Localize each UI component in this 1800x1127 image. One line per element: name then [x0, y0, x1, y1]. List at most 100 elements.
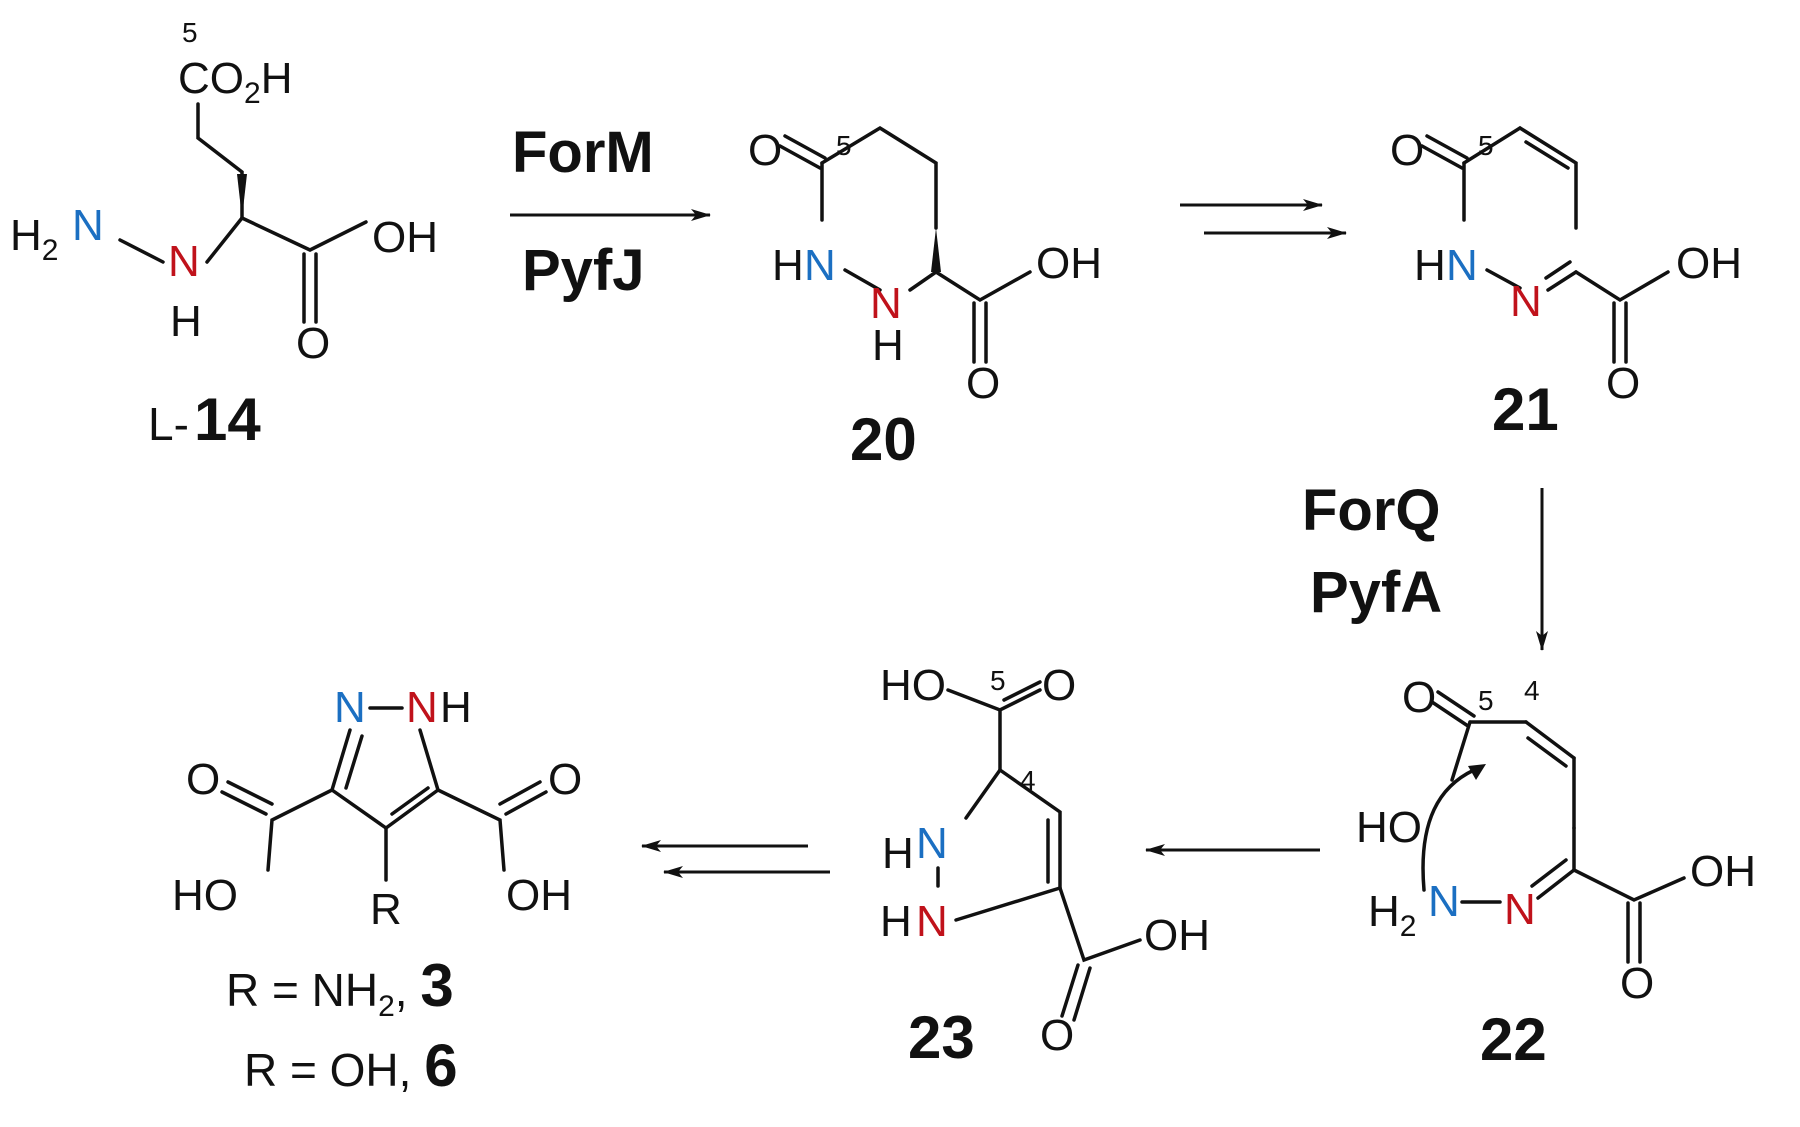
c4-n-bond: [964, 768, 1002, 820]
left-carbonyl-oxygen: O: [186, 755, 220, 804]
hydroxyl-label: HO: [1356, 803, 1422, 852]
blue-nitrogen: N: [804, 241, 836, 290]
product-pyrazole-structure: N N H R O HO O OH R = NH2, 3 R = OH, 6: [172, 683, 582, 1099]
lower-carbonyl-oxygen: O: [1040, 1011, 1074, 1060]
enzyme-form: ForM: [512, 120, 654, 185]
n-n-bond: [1485, 268, 1522, 290]
lower-hydroxyl: OH: [1144, 911, 1210, 960]
ring-bonds: [998, 768, 1062, 890]
carbonyl-double-bond: [302, 252, 318, 324]
nh-hydrogen-lower: H: [880, 897, 912, 946]
carbonyl-double-bond: [972, 301, 988, 364]
red-nitrogen: N: [406, 683, 438, 732]
stereo-wedge: [931, 228, 941, 272]
hydroxyl-label: HO: [880, 661, 946, 710]
compound-21-structure: O 5 H N N O OH 21: [1390, 125, 1742, 443]
red-nitrogen: N: [916, 897, 948, 946]
nh-hydrogen: H: [1414, 241, 1446, 290]
product-3-definition: R = NH2, 3: [226, 952, 454, 1023]
carboxyl-bonds: [1572, 868, 1686, 902]
lactam-carbonyl-bond: [1420, 134, 1469, 170]
left-hydroxyl: HO: [172, 871, 238, 920]
carbonyl-double-bond-b: [1002, 680, 1042, 702]
r-group-label: R: [370, 885, 402, 934]
curved-arrow-head: [1468, 764, 1486, 780]
carbonyl-double-bond: [1626, 901, 1642, 964]
carbonyl-oxygen: O: [966, 359, 1000, 408]
hydroxyl-label: OH: [372, 213, 438, 262]
lactam-carbonyl-bond: [778, 134, 827, 170]
ring-lower-bonds: [330, 788, 440, 831]
n-n-bond: [843, 268, 882, 292]
carbonyl-oxygen: O: [296, 319, 330, 368]
compound-6-label: 6: [424, 1032, 457, 1099]
enzyme-pyfa: PyfA: [1310, 560, 1442, 625]
nh-hydrogen: H: [772, 241, 804, 290]
carboxyl-co2h-label: CO2H: [178, 54, 292, 110]
lactam-oxygen: O: [748, 126, 782, 175]
enzyme-forq: ForQ: [1302, 478, 1441, 543]
cn-double-bond: [330, 728, 364, 792]
locant-5: 5: [182, 17, 198, 48]
lower-carbonyl-double-bond: [1060, 963, 1092, 1022]
c4-c3-double-bond: [1524, 720, 1576, 768]
blue-nitrogen: N: [72, 201, 104, 250]
stereo-wedge: [237, 174, 247, 218]
right-hydroxyl: OH: [506, 871, 572, 920]
locant-5: 5: [1478, 685, 1494, 716]
left-carbonyl-double-bond: [220, 780, 274, 816]
n-n-bond: [118, 238, 165, 264]
nh-hydrogen: H: [882, 829, 914, 878]
ring-double-bond: [390, 786, 430, 816]
red-nitrogen: N: [1510, 277, 1542, 326]
amino-h2-label: H2: [1368, 887, 1416, 943]
cn-double-bond: [1530, 858, 1576, 900]
nh-c-bond: [418, 728, 440, 792]
c5-oh-bond: [1450, 720, 1472, 782]
carboxyl-double-bond: [1430, 690, 1476, 728]
enzyme-pyfj: PyfJ: [522, 238, 645, 303]
red-nitrogen: N: [1504, 885, 1536, 934]
n-c-bond: [954, 886, 1062, 922]
ring-carbon-bonds: [820, 125, 938, 230]
nh-hydrogen-lower: H: [872, 321, 904, 370]
hydroxyl-label: OH: [1036, 239, 1102, 288]
red-nitrogen: N: [870, 279, 902, 328]
nh-hydrogen: H: [440, 683, 472, 732]
compound-22-label: 22: [1480, 1006, 1547, 1073]
left-carboxyl-bonds: [266, 788, 334, 872]
locant-4: 4: [1524, 675, 1540, 706]
compound-23-structure: HO 5 O 4 H N H N O OH 23: [880, 661, 1210, 1071]
product-6-definition: R = OH, 6: [244, 1032, 458, 1099]
compound-23-label: 23: [908, 1004, 975, 1071]
blue-nitrogen: N: [334, 683, 366, 732]
compound-21-label: 21: [1492, 376, 1559, 443]
carbonyl-double-bond: [1612, 301, 1628, 364]
carboxyl-bonds: [1574, 270, 1670, 303]
carbonyl-oxygen: O: [1042, 661, 1076, 710]
ring-double-bond: [1524, 140, 1570, 170]
lactam-oxygen: O: [1390, 126, 1424, 175]
amino-h2-label: H2: [10, 211, 58, 267]
acid-hydroxyl: OH: [1690, 847, 1756, 896]
compound-14-structure: 5 CO2H O OH N H H2 N L- 14: [10, 17, 438, 453]
compound-22-structure: O 5 4 HO H2 N N O OH 22: [1356, 673, 1756, 1073]
right-carbonyl-double-bond: [498, 780, 548, 816]
alpha-carbon-bonds: [240, 216, 368, 252]
hydroxyl-label: OH: [1676, 239, 1742, 288]
n-c-bond: [908, 270, 938, 292]
lower-carboxyl-bonds: [1058, 886, 1142, 963]
compound-20-label: 20: [850, 406, 917, 473]
carbonyl-oxygen: O: [1606, 359, 1640, 408]
nh-hydrogen: H: [170, 297, 202, 346]
cn-double-bond: [1544, 260, 1578, 292]
right-carboxyl-bonds: [436, 788, 506, 872]
c-n-bond: [205, 216, 244, 264]
compound-14-prefix: L-: [148, 398, 189, 450]
locant-5: 5: [990, 665, 1006, 696]
blue-nitrogen: N: [1446, 241, 1478, 290]
red-nitrogen: N: [168, 237, 200, 286]
right-carbonyl-oxygen: O: [548, 755, 582, 804]
cyclization-curved-arrow: [1421, 768, 1476, 892]
